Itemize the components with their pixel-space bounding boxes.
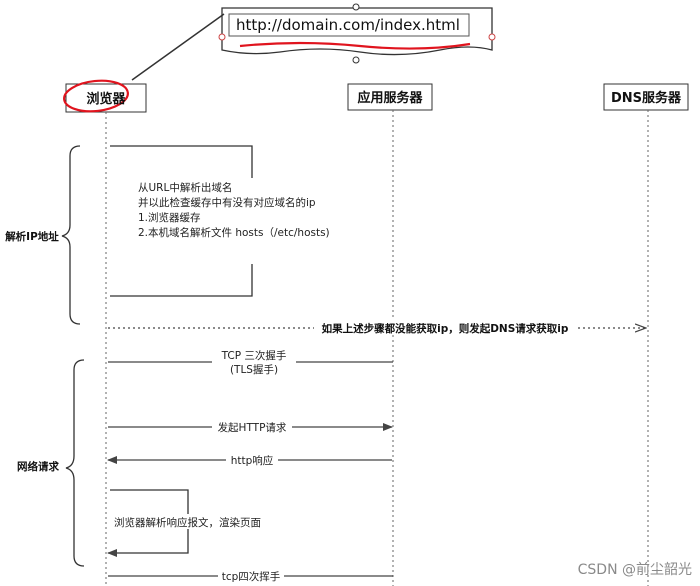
self-call-parse-url: 从URL中解析出域名 并以此检查缓存中有没有对应域名的ip 1.浏览器缓存 2.…	[110, 145, 355, 297]
actor-app-server: 应用服务器	[347, 83, 433, 111]
group-network-request: 网络请求	[17, 359, 85, 567]
actor-dns-server-label: DNS服务器	[611, 90, 682, 106]
actor-dns-server: DNS服务器	[603, 83, 689, 111]
watermark: CSDN @前尘韶光	[578, 561, 692, 578]
handle-left	[218, 33, 226, 41]
handle-top	[352, 3, 360, 11]
group-resolve-ip: 解析IP地址	[4, 145, 81, 325]
message-tls-handshake-label: (TLS握手)	[230, 363, 278, 376]
handle-right	[488, 33, 496, 41]
actor-app-server-label: 应用服务器	[357, 90, 423, 106]
actor-browser: 浏览器	[63, 79, 147, 113]
self-call-render: 浏览器解析响应报文，渲染页面	[107, 489, 272, 557]
group-network-request-label: 网络请求	[17, 460, 59, 473]
url-field	[228, 13, 470, 37]
url-text: http://domain.com/index.html	[236, 16, 460, 34]
actor-browser-label: 浏览器	[86, 91, 126, 107]
message-render-label: 浏览器解析响应报文，渲染页面	[114, 516, 261, 529]
message-tcp-handshake: TCP 三次握手 (TLS握手)	[108, 349, 393, 376]
handle-bottom	[352, 56, 360, 64]
callout-connector	[131, 13, 225, 81]
url-callout: http://domain.com/index.html	[218, 3, 496, 64]
red-underline-annotation	[239, 41, 471, 50]
note-parse-line-3: 1.浏览器缓存	[138, 211, 201, 224]
message-tcp-wave: tcp四次挥手	[108, 568, 393, 583]
note-parse-line-2: 并以此检查缓存中有没有对应域名的ip	[138, 196, 316, 209]
message-http-response: http响应	[107, 452, 392, 467]
message-http-request: 发起HTTP请求	[108, 419, 393, 434]
message-tcp-handshake-label: TCP 三次握手	[221, 349, 287, 362]
message-tcp-wave-label: tcp四次挥手	[222, 570, 281, 583]
message-dns-request-label: 如果上述步骤都没能获取ip，则发起DNS请求获取ip	[322, 322, 569, 335]
group-resolve-ip-label: 解析IP地址	[4, 230, 59, 243]
red-circle-annotation	[63, 79, 129, 113]
message-http-response-label: http响应	[231, 454, 274, 467]
note-parse-line-1: 从URL中解析出域名	[138, 181, 232, 194]
note-parse-line-4: 2.本机域名解析文件 hosts（/etc/hosts)	[138, 226, 330, 239]
message-http-request-label: 发起HTTP请求	[218, 421, 287, 434]
message-dns-request: 如果上述步骤都没能获取ip，则发起DNS请求获取ip	[108, 320, 646, 335]
